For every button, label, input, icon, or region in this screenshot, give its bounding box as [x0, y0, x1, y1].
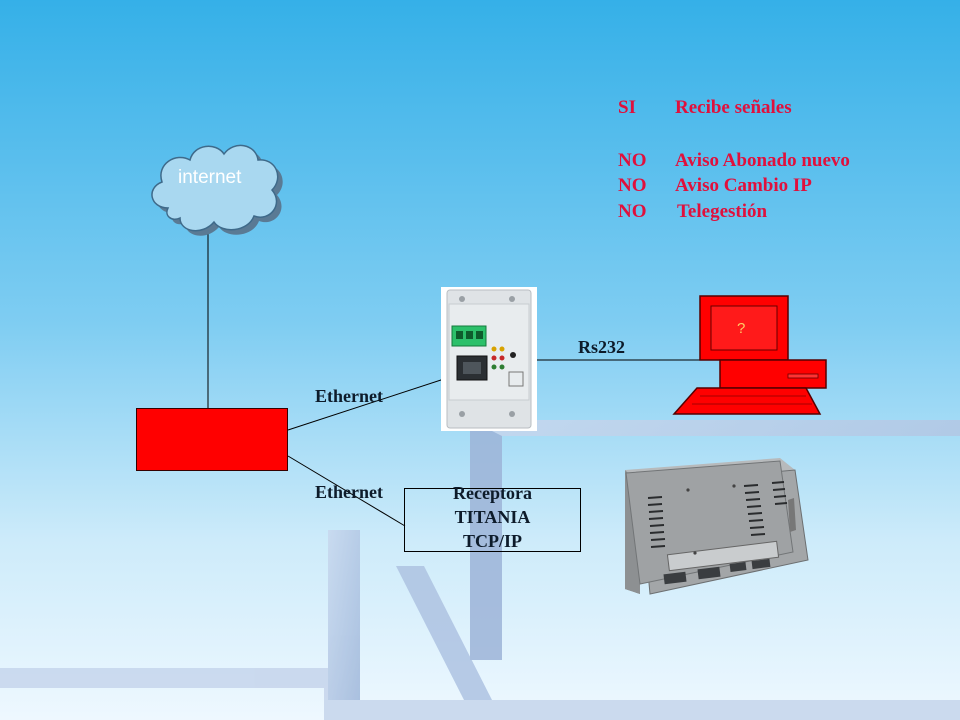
ethernet-label-bottom: Ethernet: [315, 482, 383, 502]
rs232-label: Rs232: [578, 337, 626, 357]
internet-cloud-label: internet: [178, 167, 242, 188]
receptora-line: TITANIA: [454, 507, 531, 527]
computer-screen-text: ?: [737, 320, 746, 337]
router-box: [136, 408, 288, 471]
receptora-hardware-icon: [625, 458, 809, 595]
router-device-ethernet-link: [287, 378, 445, 431]
status-value: Aviso Cambio IP: [675, 175, 812, 196]
receptora-label: Receptora TITANIA TCP/IP: [404, 481, 581, 553]
network-adapter-device-icon: [441, 287, 537, 431]
watermark-n-logo: [0, 420, 960, 720]
status-key: NO: [618, 201, 647, 222]
receptora-line: Receptora: [453, 483, 532, 503]
status-key: NO: [618, 150, 647, 171]
computer-icon: [672, 295, 827, 415]
status-value: Aviso Abonado nuevo: [675, 150, 850, 171]
router-receptora-ethernet-link: [287, 455, 406, 527]
status-value: Telegestión: [677, 201, 768, 222]
ethernet-label-top: Ethernet: [315, 386, 383, 406]
receptora-box: [404, 488, 581, 552]
receptora-line: TCP/IP: [462, 531, 522, 551]
status-key: NO: [618, 175, 647, 196]
internet-cloud-icon: [151, 144, 283, 236]
status-value: Recibe señales: [675, 97, 792, 118]
status-key: SI: [618, 97, 636, 118]
